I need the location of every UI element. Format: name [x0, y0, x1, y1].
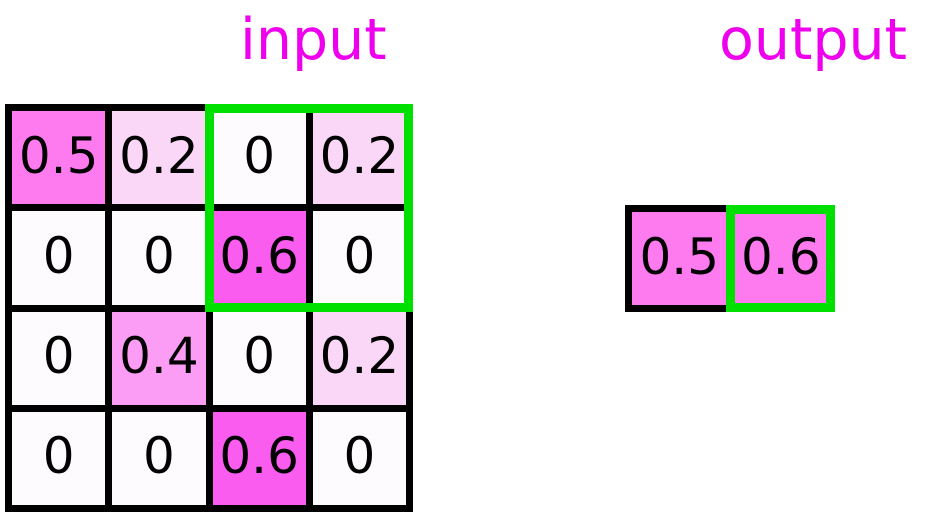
output-panel-title: output	[719, 7, 908, 73]
input-matrix-cell: 0.5	[12, 111, 106, 205]
input-panel-title: input	[240, 7, 387, 73]
input-matrix-cell: 0	[112, 211, 206, 305]
input-matrix-cell: 0	[212, 111, 306, 205]
input-matrix-cell-value: 0	[42, 327, 75, 386]
output-matrix-cell: 0.6	[733, 212, 828, 305]
input-matrix-cell: 0	[212, 311, 306, 405]
input-matrix-cell: 0.6	[212, 411, 306, 505]
input-matrix-cell-value: 0.2	[319, 126, 400, 185]
input-matrix-cell-value: 0	[343, 226, 376, 285]
input-matrix-cell: 0	[312, 211, 406, 305]
input-matrix-cell-value: 0	[142, 427, 175, 486]
input-matrix-cell: 0.4	[112, 311, 206, 405]
input-matrix-cell: 0.2	[312, 111, 406, 205]
input-matrix-cell: 0	[12, 211, 106, 305]
output-matrix-grid: 0.5 0.6	[625, 205, 835, 312]
input-matrix-cell-value: 0	[42, 226, 75, 285]
input-matrix-cell-value: 0	[42, 427, 75, 486]
input-matrix-cell: 0.2	[312, 311, 406, 405]
input-matrix-cell-value: 0	[142, 226, 175, 285]
output-matrix-cell-value: 0.5	[639, 227, 720, 286]
input-matrix-cell-value: 0.6	[219, 226, 299, 285]
input-matrix-cell: 0	[112, 411, 206, 505]
input-matrix-cell-value: 0.2	[119, 126, 199, 185]
input-matrix-cell: 0.6	[212, 211, 306, 305]
input-matrix-cell-value: 0.6	[219, 427, 299, 486]
input-matrix-cell-value: 0	[243, 327, 276, 386]
input-matrix-cell-value: 0.4	[119, 327, 199, 386]
input-matrix-cell-value: 0.5	[18, 126, 99, 185]
input-matrix-grid: 0.5 0.2 0 0.2 0 0 0.6 0 0 0.4 0 0.2 0 0 0.6 0	[5, 104, 413, 512]
output-matrix-cell-value: 0.6	[740, 227, 821, 286]
input-matrix-cell: 0	[12, 411, 106, 505]
input-matrix-cell: 0	[12, 311, 106, 405]
input-matrix-cell-value: 0	[243, 126, 276, 185]
input-matrix-cell: 0	[312, 411, 406, 505]
input-matrix-cell: 0.2	[112, 111, 206, 205]
output-matrix-cell: 0.5	[632, 212, 727, 305]
input-matrix-cell-value: 0	[343, 427, 376, 486]
input-matrix-cell-value: 0.2	[319, 327, 400, 386]
